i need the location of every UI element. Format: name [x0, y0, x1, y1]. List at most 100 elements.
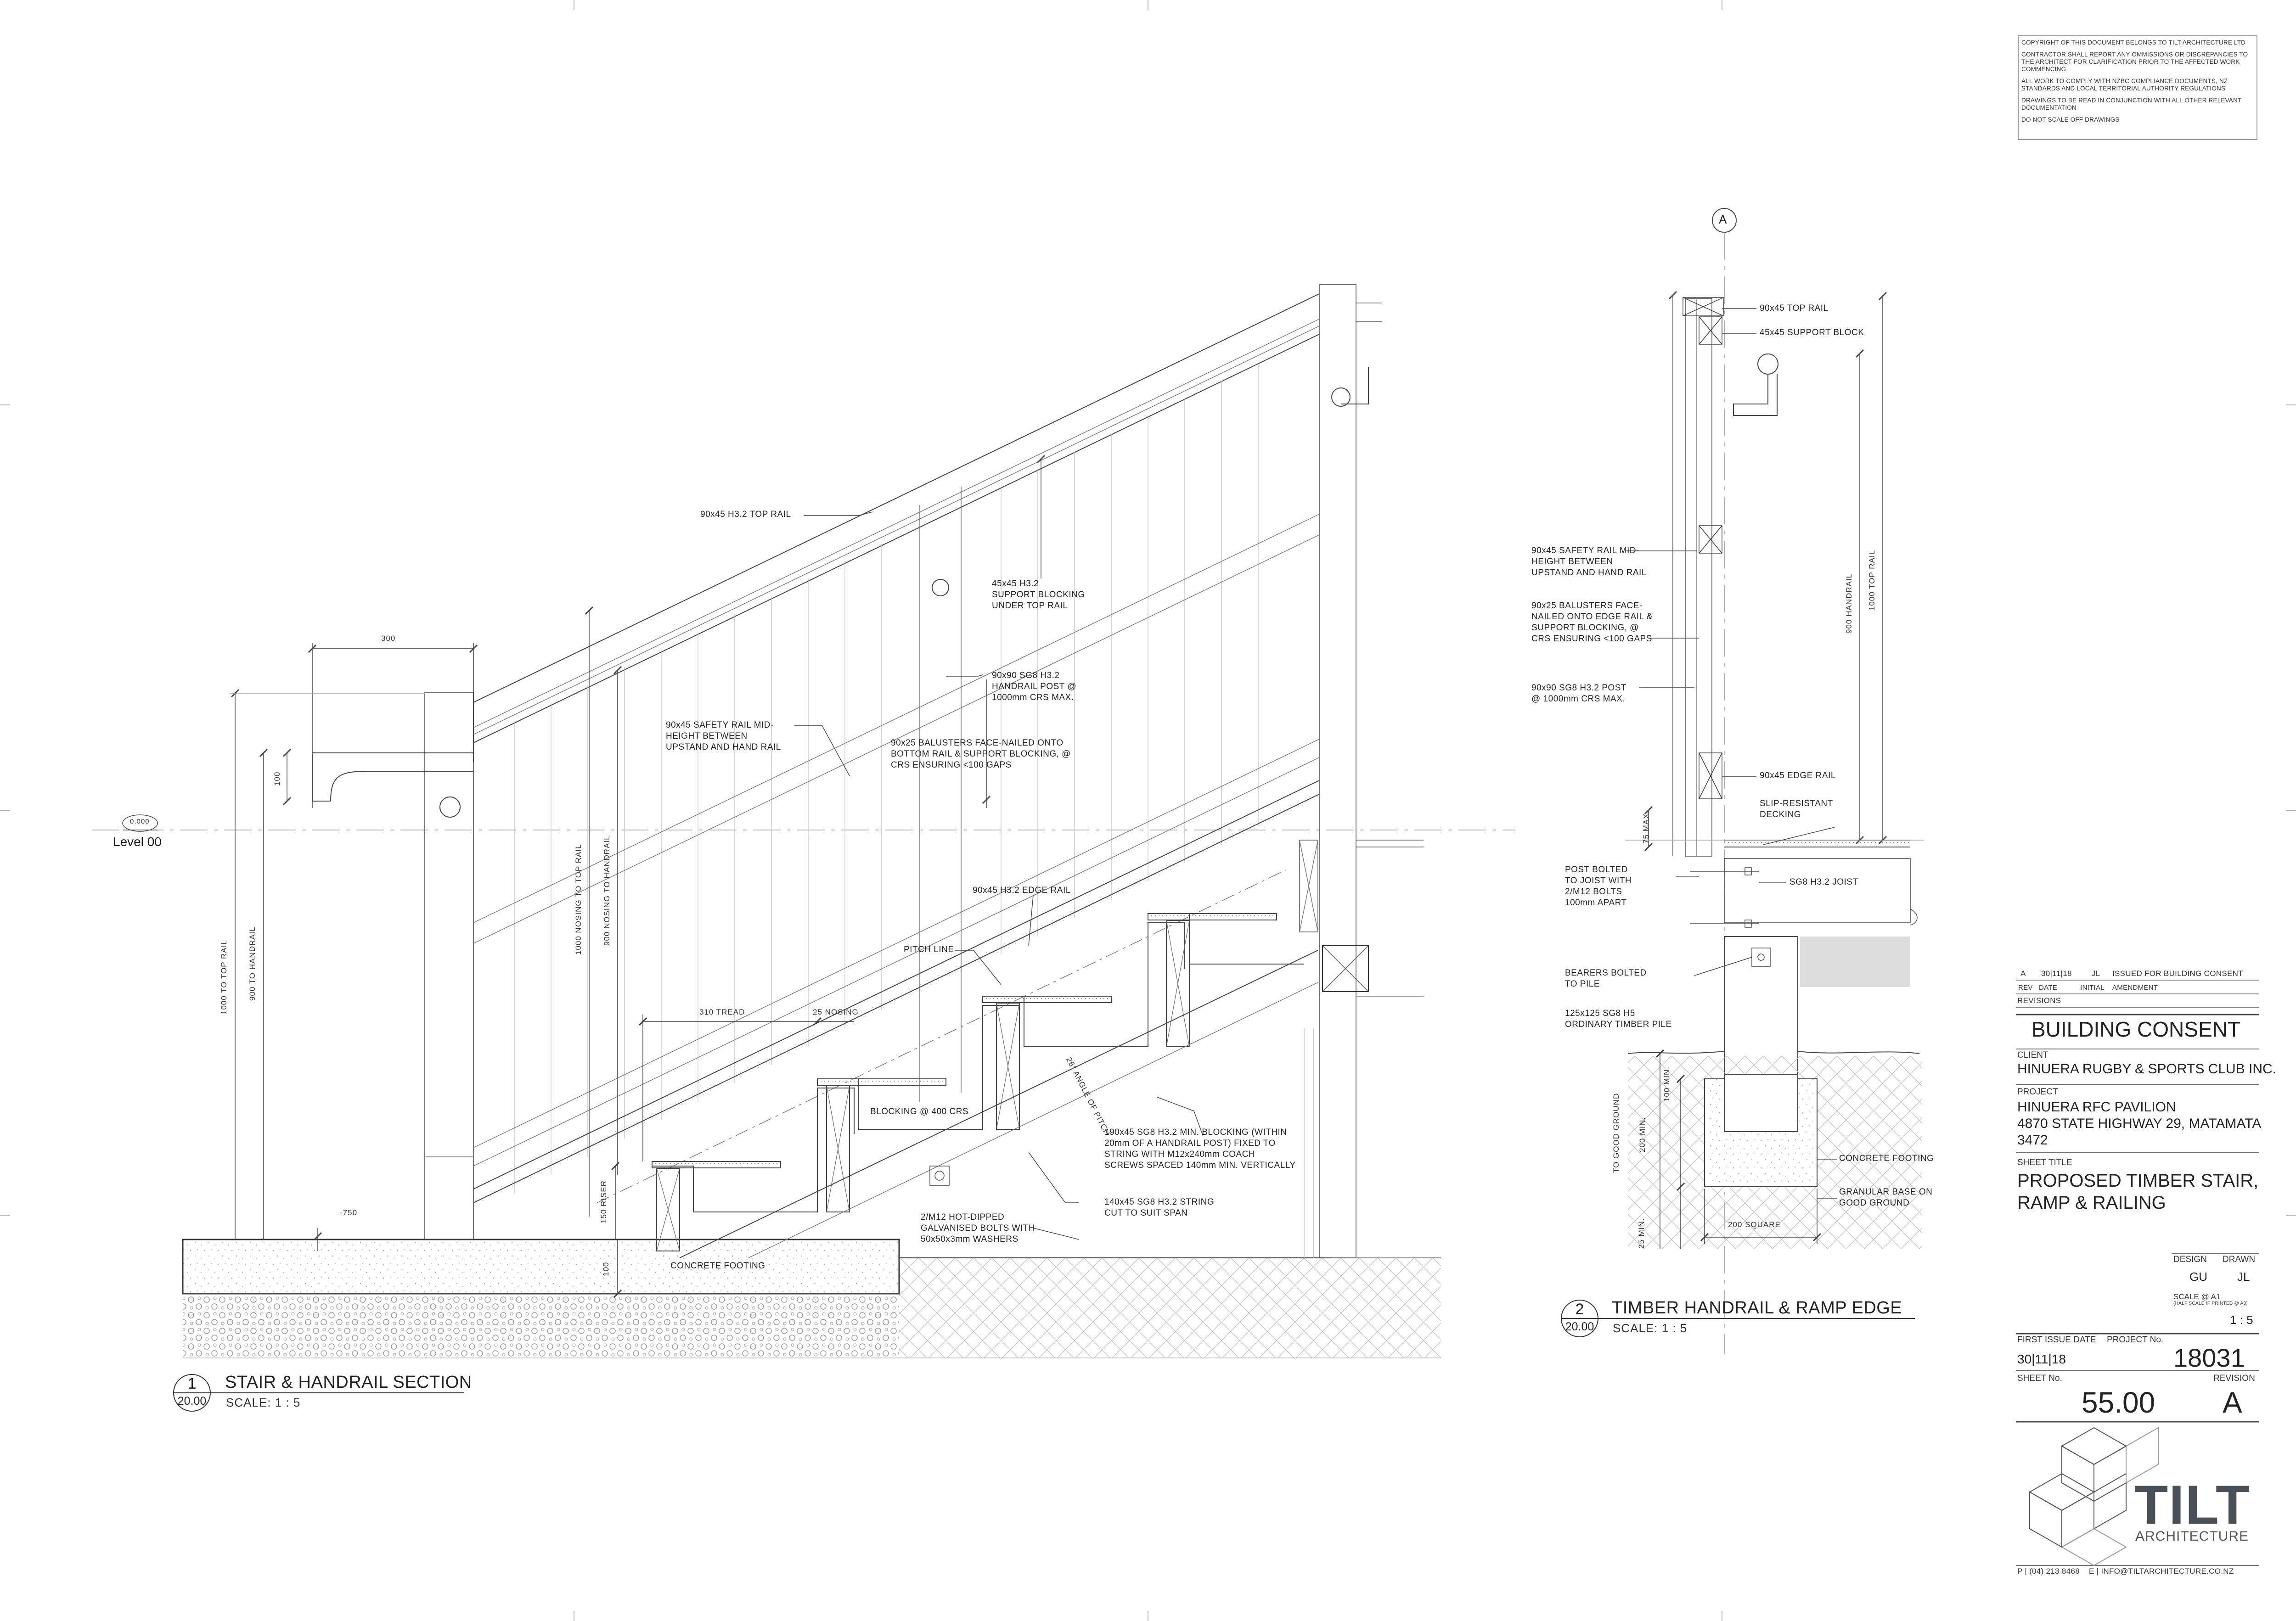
revision-header-initial: INITIAL	[2080, 984, 2105, 992]
revision-header-amendment: AMENDMENT	[2112, 984, 2158, 992]
stair-dimensions	[230, 454, 1046, 1298]
copyright-note: DO NOT SCALE OFF DRAWINGS	[2021, 116, 2120, 123]
dim-900-to-handrail: 900 TO HANDRAIL	[248, 926, 257, 1001]
copyright-note: ALL WORK TO COMPLY WITH NZBC COMPLIANCE …	[2021, 78, 2228, 92]
note-string: 140x45 SG8 H3.2 STRING CUT TO SUIT SPAN	[1104, 1197, 1215, 1218]
status-building-consent: BUILDING CONSENT	[2032, 1017, 2240, 1041]
first-issue-date: 30|11|18	[2017, 1352, 2066, 1366]
view-2-title: TIMBER HANDRAIL & RAMP EDGE	[1612, 1298, 1902, 1318]
client-name: HINUERA RUGBY & SPORTS CLUB INC.	[2017, 1061, 2277, 1077]
copyright-notes: COPYRIGHT OF THIS DOCUMENT BELONGS TO TI…	[2021, 39, 2253, 128]
sheet-no-label: SHEET No.	[2017, 1374, 2062, 1383]
design-label: DESIGN	[2173, 1255, 2207, 1264]
level-value: 0.000	[130, 818, 150, 825]
revision-label: REVISION	[2213, 1374, 2255, 1383]
revision-header-date: DATE	[2039, 984, 2058, 992]
view-1-title: STAIR & HANDRAIL SECTION	[225, 1373, 472, 1392]
note-blocking-190: 190x45 SG8 H3.2 MIN. BLOCKING (WITHIN 20…	[1104, 1127, 1296, 1170]
note-top-rail: 90x45 H3.2 TOP RAIL	[700, 510, 791, 519]
sheet-title: PROPOSED TIMBER STAIR, RAMP & RAILING	[2017, 1171, 2259, 1213]
note-blocking: BLOCKING @ 400 CRS	[870, 1107, 969, 1116]
note2-post-bolted: POST BOLTED TO JOIST WITH 2/M12 BOLTS 10…	[1565, 865, 1632, 908]
dim-1000-to-top-rail: 1000 TO TOP RAIL	[219, 940, 228, 1015]
note-handrail-post: 90x90 SG8 H3.2 HANDRAIL POST @ 1000mm CR…	[992, 671, 1077, 702]
level-line	[92, 814, 1515, 832]
note2-top-rail: 90x45 TOP RAIL	[1760, 303, 1829, 313]
dim2-to-good-ground: TO GOOD GROUND	[1612, 1093, 1621, 1173]
revision-rev: A	[2020, 969, 2026, 978]
note-edge-rail: 90x45 H3.2 EDGE RAIL	[973, 886, 1071, 895]
ground-soil-1	[899, 1258, 1441, 1358]
view-1-scale: SCALE: 1 : 5	[226, 1396, 301, 1409]
dim-nosing: 25 NOSING	[813, 1008, 859, 1016]
view-1-number: 1	[187, 1375, 197, 1392]
view-2-number: 2	[1575, 1301, 1584, 1318]
project-number: 18031	[2173, 1343, 2245, 1372]
note2-support-block: 45x45 SUPPORT BLOCK	[1760, 328, 1864, 337]
dim2-1000-top-rail: 1000 TOP RAIL	[1868, 550, 1876, 611]
footing-slab	[182, 1239, 900, 1295]
sheet-number: 55.00	[2082, 1386, 2155, 1419]
note2-granular-base: GRANULAR BASE ON GOOD GROUND	[1839, 1187, 1933, 1208]
grid-marker-a: A	[1719, 213, 1727, 226]
note2-bearers: BEARERS BOLTED TO PILE	[1565, 968, 1647, 989]
title-block	[2016, 980, 2259, 1566]
note-balusters: 90x25 BALUSTERS FACE-NAILED ONTO BOTTOM …	[891, 738, 1071, 770]
level-name: Level 00	[113, 835, 162, 849]
dim-footing-100: 100	[602, 1262, 610, 1276]
note-support-blocking: 45x45 H3.2 SUPPORT BLOCKING UNDER TOP RA…	[992, 579, 1085, 611]
dim2-100-min: 100 MIN.	[1662, 1066, 1671, 1102]
note2-edge-rail: 90x45 EDGE RAIL	[1760, 771, 1836, 780]
ground-gravel	[183, 1294, 899, 1358]
note-bolts: 2/M12 HOT-DIPPED GALVANISED BOLTS WITH 5…	[921, 1212, 1035, 1244]
ramp-dimensions	[1626, 291, 1924, 1249]
view-2-scale: SCALE: 1 : 5	[1613, 1321, 1688, 1335]
sheet-title-label: SHEET TITLE	[2017, 1158, 2072, 1167]
revision-value: A	[2223, 1386, 2242, 1419]
note2-decking: SLIP-RESISTANT DECKING	[1760, 799, 1833, 819]
contact-details: P | (04) 213 8468 E | INFO@TILTARCHITECT…	[2017, 1567, 2234, 1576]
first-issue-label: FIRST ISSUE DATE	[2017, 1335, 2096, 1345]
stair-section-view	[182, 284, 1441, 1358]
drawn-label: DRAWN	[2223, 1255, 2256, 1264]
dim-level-750: -750	[340, 1208, 358, 1217]
tilt-logo-mark	[2028, 1427, 2159, 1566]
view-1-sheet: 20.00	[177, 1395, 207, 1408]
note-pitch-line: PITCH LINE	[904, 945, 954, 954]
dim2-900-handrail: 900 HANDRAIL	[1845, 573, 1853, 634]
ramp-edge-view	[1627, 208, 1922, 1354]
note2-pile: 125x125 SG8 H5 ORDINARY TIMBER PILE	[1565, 1009, 1672, 1029]
view-2-sheet: 20.00	[1565, 1320, 1594, 1333]
scale-value: 1 : 5	[2230, 1313, 2253, 1327]
ramp-leaders	[1626, 308, 1837, 1199]
dim2-75-max: 75 MAX.	[1642, 810, 1650, 844]
project-label: PROJECT	[2017, 1087, 2058, 1097]
dim-tread: 310 TREAD	[699, 1008, 745, 1016]
note2-joist: SG8 H3.2 JOIST	[1790, 877, 1858, 887]
copyright-box	[2018, 35, 2257, 140]
note-concrete-footing: CONCRETE FOOTING	[670, 1261, 765, 1271]
view-1-bubble	[173, 1374, 464, 1412]
dim-150-riser: 150 RISER	[599, 1180, 608, 1223]
design-initials: GU	[2189, 1270, 2207, 1284]
dim2-200-square: 200 SQUARE	[1728, 1220, 1781, 1229]
drawn-initials: JL	[2237, 1270, 2250, 1284]
revision-amendment: ISSUED FOR BUILDING CONSENT	[2112, 969, 2243, 978]
dim-300: 300	[381, 634, 396, 643]
scale-label: SCALE @ A1	[2173, 1292, 2221, 1301]
dim-nosing-handrail: 900 NOSING TO HANDRAIL	[602, 835, 611, 946]
dim-nosing-top-rail: 1000 NOSING TO TOP RAIL	[574, 844, 583, 955]
client-label: CLIENT	[2017, 1050, 2048, 1060]
revision-initial: JL	[2092, 969, 2100, 978]
tilt-logo-subtitle: ARCHITECTURE	[2135, 1529, 2249, 1544]
project-no-label: PROJECT No.	[2107, 1335, 2164, 1345]
dim2-25-min: 25 MIN.	[1637, 1218, 1646, 1249]
note2-safety-rail: 90x45 SAFETY RAIL MID- HEIGHT BETWEEN UP…	[1531, 546, 1647, 578]
tilt-logo-text: TILT	[2134, 1474, 2251, 1536]
revisions-label: REVISIONS	[2017, 996, 2061, 1005]
scale-note: (HALF SCALE IF PRINTED @ A3)	[2173, 1301, 2248, 1306]
copyright-note: DRAWINGS TO BE READ IN CONJUNCTION WITH …	[2021, 97, 2242, 111]
revision-date: 30|11|18	[2041, 969, 2072, 978]
